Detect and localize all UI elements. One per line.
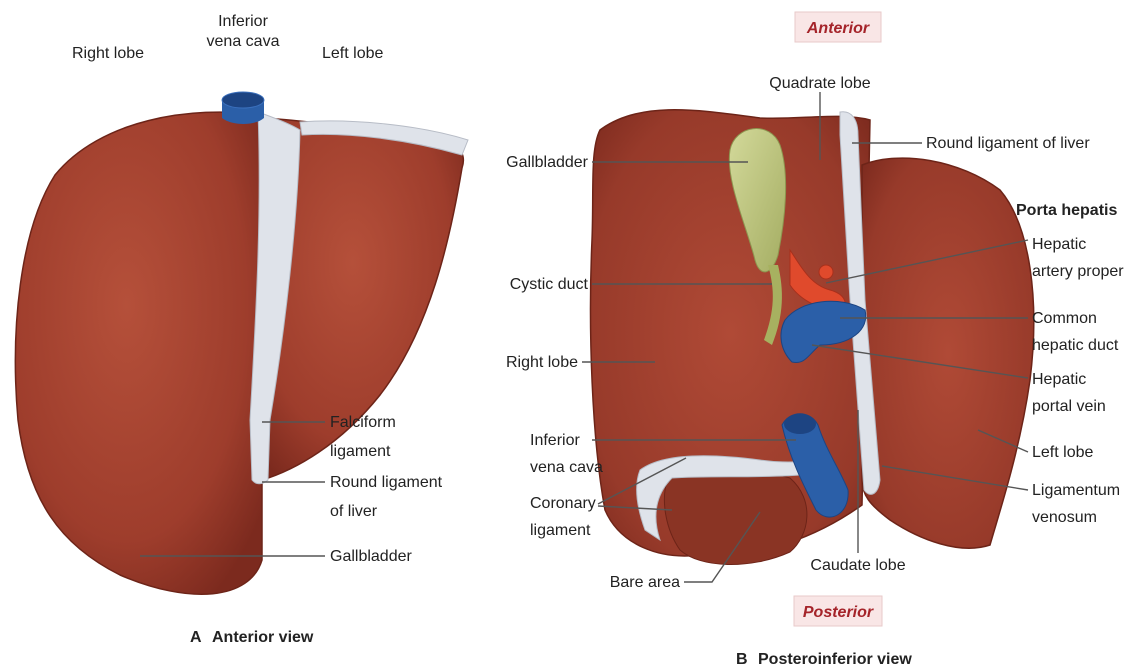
label-ivc-a-line1: Inferior	[218, 13, 268, 30]
label-left-lobe-a: Left lobe	[322, 45, 383, 62]
label-round-lig-a-line1: Round ligament	[330, 474, 443, 491]
ivc-opening-a	[222, 92, 264, 108]
label-bare-area: Bare area	[610, 574, 680, 591]
caption-a-letter: A	[190, 629, 202, 646]
panel-b-posteroinferior-view: Anterior	[506, 12, 1124, 668]
label-caudate-lobe: Caudate lobe	[810, 557, 905, 574]
label-falciform-line2: ligament	[330, 443, 391, 460]
label-right-lobe-b: Right lobe	[506, 354, 578, 371]
label-ivc-a-line2: vena cava	[207, 33, 280, 50]
label-lig-venosum-line1: Ligamentum	[1032, 482, 1120, 499]
label-right-lobe-a: Right lobe	[72, 45, 144, 62]
label-common-hepatic-line1: Common	[1032, 310, 1097, 327]
orientation-anterior: Anterior	[806, 20, 870, 37]
label-left-lobe-b: Left lobe	[1032, 444, 1093, 461]
label-ivc-b-line1: Inferior	[530, 432, 580, 449]
orientation-posterior: Posterior	[803, 604, 874, 621]
right-lobe-shape	[15, 112, 262, 594]
label-hepatic-artery-line1: Hepatic	[1032, 236, 1086, 253]
label-portal-vein-line2: portal vein	[1032, 398, 1106, 415]
label-round-lig-a-line2: of liver	[330, 503, 378, 520]
label-lig-venosum-line2: venosum	[1032, 509, 1097, 526]
hepatic-artery-stump	[819, 265, 833, 279]
ivc-opening-b	[784, 414, 816, 434]
label-ivc-b-line2: vena cava	[530, 459, 603, 476]
caption-b: Posteroinferior view	[758, 651, 912, 668]
label-gallbladder-b: Gallbladder	[506, 154, 589, 171]
label-quadrate-lobe: Quadrate lobe	[769, 75, 871, 92]
label-coronary-line2: ligament	[530, 522, 591, 539]
label-gallbladder-a: Gallbladder	[330, 548, 413, 565]
label-hepatic-artery-line2: artery proper	[1032, 263, 1124, 280]
label-porta-hepatis: Porta hepatis	[1016, 202, 1117, 219]
caption-b-letter: B	[736, 651, 748, 668]
label-falciform-line1: Falciform	[330, 414, 396, 431]
caption-a: Anterior view	[212, 629, 314, 646]
label-portal-vein-line1: Hepatic	[1032, 371, 1086, 388]
label-cystic-duct: Cystic duct	[510, 276, 589, 293]
liver-left-lobe-shape	[862, 158, 1034, 548]
panel-a-anterior-view: Right lobe Inferior vena cava Left lobe …	[15, 13, 468, 646]
label-common-hepatic-line2: hepatic duct	[1032, 337, 1119, 354]
bare-area-shape	[664, 470, 807, 565]
label-round-lig-b: Round ligament of liver	[926, 135, 1090, 152]
label-coronary-line1: Coronary	[530, 495, 596, 512]
